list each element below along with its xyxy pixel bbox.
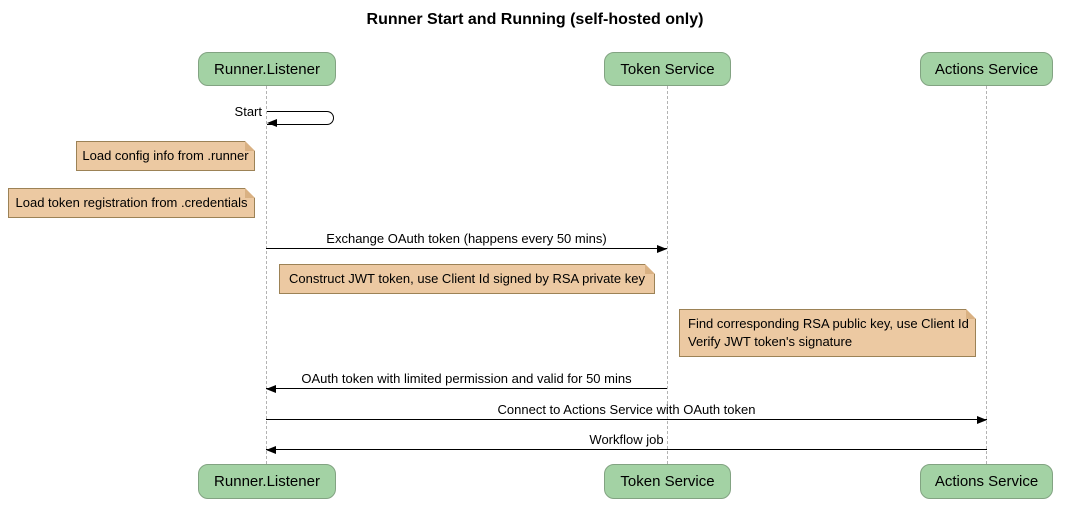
note-text: Find corresponding RSA public key, use C… xyxy=(688,315,969,350)
participant-label: Actions Service xyxy=(934,473,1039,490)
lifeline-token-service xyxy=(667,86,668,464)
arrowhead-left-icon xyxy=(266,384,276,393)
note-text: Construct JWT token, use Client Id signe… xyxy=(289,271,645,287)
arrow-line xyxy=(266,415,987,424)
participant-label: Token Service xyxy=(620,473,715,490)
arrow-line xyxy=(266,384,667,393)
participant-actions-service-bottom: Actions Service xyxy=(920,464,1053,499)
participant-runner-listener-top: Runner.Listener xyxy=(198,52,336,86)
arrowhead-right-icon xyxy=(977,415,987,424)
message-label: Connect to Actions Service with OAuth to… xyxy=(497,402,756,417)
participant-token-service-bottom: Token Service xyxy=(604,464,731,499)
note-text-line-1: Find corresponding RSA public key, use C… xyxy=(688,316,969,332)
message-label: OAuth token with limited permission and … xyxy=(301,371,632,386)
arrowhead-left-icon xyxy=(267,119,277,127)
note-verify-jwt: Find corresponding RSA public key, use C… xyxy=(679,309,976,357)
arrowhead-left-icon xyxy=(266,445,276,454)
message-oauth-token-back: OAuth token with limited permission and … xyxy=(266,371,667,393)
participant-runner-listener-bottom: Runner.Listener xyxy=(198,464,336,499)
lifeline-runner-listener xyxy=(266,86,267,464)
message-connect-actions: Connect to Actions Service with OAuth to… xyxy=(266,402,987,424)
diagram-title: Runner Start and Running (self-hosted on… xyxy=(366,11,704,28)
note-load-config: Load config info from .runner xyxy=(76,141,255,171)
participant-label: Runner.Listener xyxy=(214,60,320,78)
note-text: Load token registration from .credential… xyxy=(15,195,248,211)
arrowhead-right-icon xyxy=(657,244,667,253)
arrow-line xyxy=(266,445,987,454)
participant-label: Token Service xyxy=(620,60,715,78)
note-text-line-2: Verify JWT token's signature xyxy=(688,334,853,349)
message-exchange-oauth: Exchange OAuth token (happens every 50 m… xyxy=(266,231,667,253)
participant-label: Runner.Listener xyxy=(214,473,320,490)
participant-token-service-top: Token Service xyxy=(604,52,731,86)
message-start-self-loop xyxy=(267,111,334,125)
participant-actions-service-top: Actions Service xyxy=(920,52,1053,86)
message-workflow-job: Workflow job xyxy=(266,432,987,454)
message-label: Exchange OAuth token (happens every 50 m… xyxy=(326,231,607,246)
note-construct-jwt: Construct JWT token, use Client Id signe… xyxy=(279,264,655,294)
message-start-label: Start xyxy=(234,104,262,119)
note-load-token-registration: Load token registration from .credential… xyxy=(8,188,255,218)
participant-label: Actions Service xyxy=(934,60,1039,78)
message-label: Workflow job xyxy=(589,432,664,447)
note-text: Load config info from .runner xyxy=(82,148,249,164)
lifeline-actions-service xyxy=(986,86,987,464)
arrow-line xyxy=(266,244,667,253)
